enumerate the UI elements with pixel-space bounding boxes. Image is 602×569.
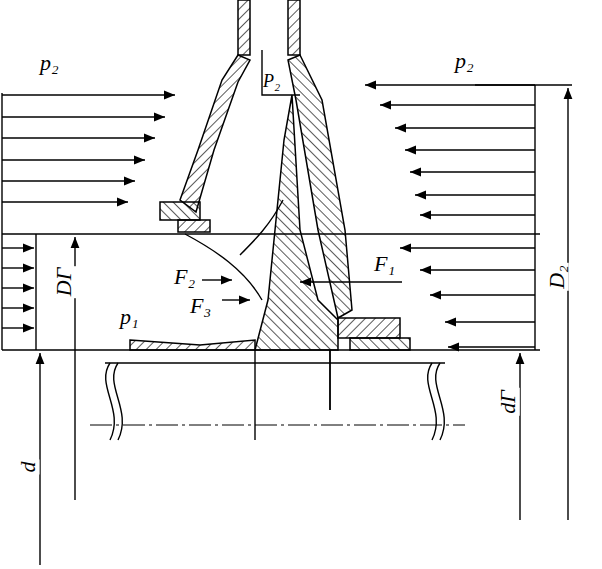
pressure-force-label: F₂: [174, 266, 195, 288]
pressure-force-label: DΓ: [52, 266, 76, 298]
pressure-force-label: p₂: [455, 50, 474, 72]
pressure-force-label: dΓ: [496, 388, 520, 416]
pressure-force-label: p₁: [120, 306, 139, 328]
pressure-force-label: D₂: [545, 263, 569, 291]
pressure-force-label: d: [15, 460, 39, 475]
pressure-force-label: P₂: [263, 72, 280, 90]
pressure-force-label: p₂: [40, 52, 59, 74]
pressure-force-label: F₃: [190, 295, 211, 317]
pressure-force-label: F₁: [372, 252, 397, 276]
